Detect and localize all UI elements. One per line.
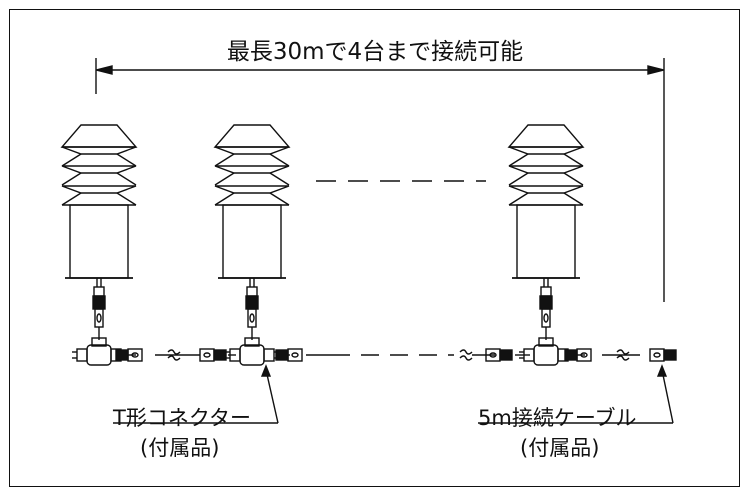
t-connector-icon	[519, 337, 573, 366]
cable-label: 5m接続ケーブル	[478, 406, 637, 430]
cable-connector-icon	[115, 348, 143, 362]
sensor-shield-icon	[60, 124, 138, 340]
cable-connector-icon	[649, 348, 677, 362]
dimension-arrow-icon	[95, 58, 665, 302]
cable-break-mark	[616, 349, 630, 361]
cable-connector-icon	[199, 348, 227, 362]
cable-connector-icon	[564, 348, 592, 362]
cable-connector-icon	[275, 348, 303, 362]
t-connector-label: T形コネクター	[113, 406, 251, 430]
sensor-group	[60, 124, 585, 340]
cable-connector-icon	[485, 348, 513, 362]
cable-break-mark	[167, 349, 181, 361]
diagram-title: 最長30mで4台まで接続可能	[226, 39, 524, 65]
sensor-shield-icon	[213, 124, 291, 340]
cable-break-mark	[459, 349, 473, 361]
connector-parts	[72, 337, 677, 366]
cable-note: (付属品)	[520, 436, 600, 460]
t-connector-note: (付属品)	[140, 436, 220, 460]
t-connector-icon	[225, 337, 279, 366]
sensor-shield-icon	[507, 124, 585, 340]
leader-lines	[113, 364, 674, 424]
diagram-border	[9, 9, 740, 487]
